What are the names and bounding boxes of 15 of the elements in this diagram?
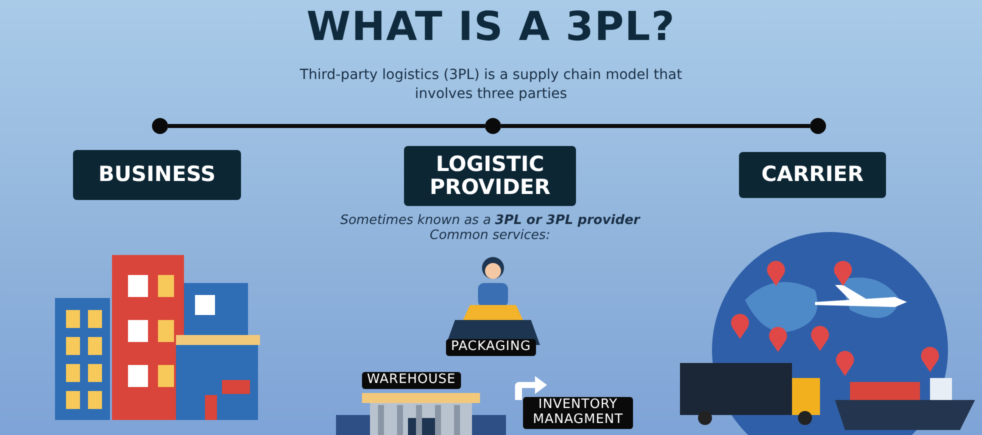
- role-label: LOGISTIC PROVIDER: [404, 146, 576, 206]
- connector-line: [501, 124, 810, 128]
- service-tag: INVENTORY MANAGMENT: [523, 397, 633, 429]
- role-label: BUSINESS: [73, 150, 241, 200]
- title: WHAT IS A 3PL?: [306, 4, 676, 50]
- role-label: CARRIER: [739, 152, 886, 198]
- connector-line: [168, 124, 485, 128]
- description-text: Common services:: [428, 229, 552, 242]
- description-text: Sometimes known as a 3PL or 3PL provider: [339, 213, 642, 228]
- subtitle: Third-party logistics (3PL) is a supply chain model that involves three parties: [298, 66, 684, 104]
- service-tag: PACKAGING: [446, 339, 536, 356]
- service-tag: WAREHOUSE: [362, 372, 461, 389]
- timeline-dot: [485, 118, 501, 134]
- timeline-dot: [810, 118, 826, 134]
- timeline-dot: [152, 118, 168, 134]
